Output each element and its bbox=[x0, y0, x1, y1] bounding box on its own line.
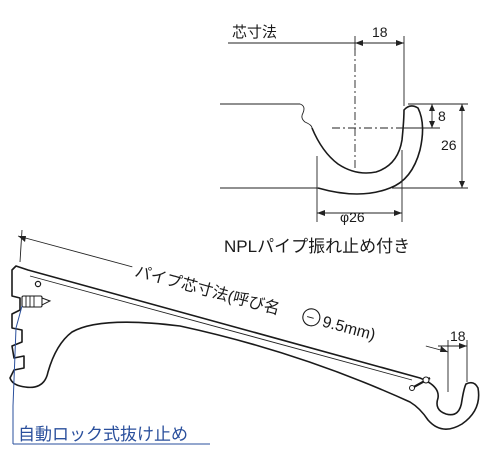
detail-dim-top-arrow-r bbox=[396, 40, 404, 46]
lock-mechanism bbox=[21, 295, 52, 308]
detail-rail-top bbox=[220, 103, 313, 129]
detail-dim-r-large-arrow2 bbox=[459, 181, 465, 188]
lock-label: 自動ロック式抜け止め bbox=[18, 425, 188, 444]
detail-dim-r-small-arrow1 bbox=[429, 104, 435, 111]
detail-caption: NPLパイプ振れ止め付き bbox=[224, 237, 410, 256]
detail-core-label: 芯寸法 bbox=[232, 24, 277, 41]
bracket-dim-end-arrow bbox=[459, 343, 467, 349]
bracket-dim-arrow-r bbox=[440, 346, 448, 352]
size-symbol-circle bbox=[302, 308, 321, 327]
bracket-dim-arrow-l bbox=[18, 236, 26, 242]
bracket-dim-ext-left bbox=[19, 229, 23, 263]
detail-dim-diameter: φ26 bbox=[340, 209, 365, 225]
bracket-dim-end: 18 bbox=[450, 328, 466, 344]
bracket-stopper bbox=[409, 376, 431, 391]
detail-dim-right-small: 8 bbox=[438, 108, 446, 124]
detail-dim-r-small-arrow2 bbox=[429, 121, 435, 128]
bracket-hole bbox=[34, 280, 42, 288]
detail-dim-right-large: 26 bbox=[441, 137, 457, 153]
bracket-view: 18 パイプ芯寸法(呼び名 − 9.5mm) bbox=[9, 229, 480, 445]
detail-dim-dia-arrow-l bbox=[317, 210, 325, 216]
detail-dim-dia-arrow-r bbox=[394, 210, 402, 216]
detail-hook bbox=[311, 105, 424, 195]
lock-leader-line bbox=[12, 305, 23, 444]
bracket-flange bbox=[29, 275, 413, 381]
bracket-body bbox=[9, 265, 480, 430]
detail-dim-top-arrow-l bbox=[355, 40, 363, 46]
detail-view: 芯寸法 18 8 26 φ26 NPLパイプ振れ止め付き bbox=[220, 24, 468, 256]
detail-dim-top-value: 18 bbox=[372, 24, 388, 40]
size-symbol: − bbox=[304, 308, 316, 326]
detail-dim-r-large-arrow1 bbox=[459, 104, 465, 111]
